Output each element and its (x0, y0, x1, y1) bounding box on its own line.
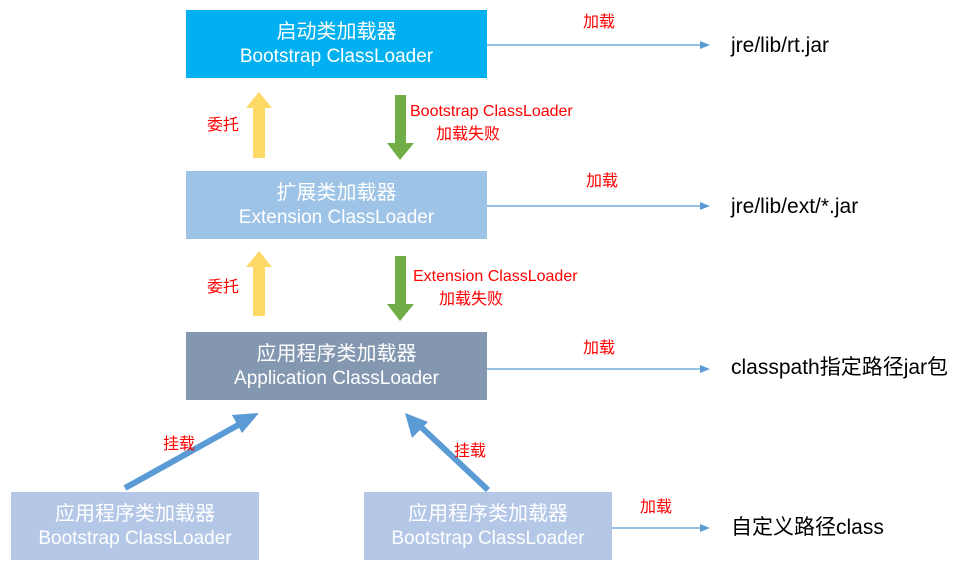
mount-label-right: 挂载 (454, 441, 487, 460)
fail-arrow-upper (387, 95, 414, 160)
custom-left-name-en: Bootstrap ClassLoader (38, 528, 232, 549)
custom-right-name-cn: 应用程序类加载器 (408, 501, 568, 525)
load-line-custom (612, 524, 710, 532)
extension-fail-name: Extension ClassLoader (413, 268, 578, 285)
bootstrap-fail-label: 加载失败 (436, 124, 501, 143)
custom-classloader-box-left: 应用程序类加载器 Bootstrap ClassLoader (11, 492, 259, 560)
mount-label-left: 挂载 (163, 434, 196, 453)
load-line-application (487, 365, 710, 373)
extension-classloader-box: 扩展类加载器 Extension ClassLoader (186, 171, 487, 239)
extension-fail-label: 加载失败 (439, 289, 504, 308)
load-label-bootstrap: 加载 (583, 12, 616, 31)
target-rt-jar: jre/lib/rt.jar (731, 34, 830, 57)
load-line-extension (487, 202, 710, 210)
delegate-label-upper: 委托 (207, 115, 240, 134)
application-name-cn: 应用程序类加载器 (256, 341, 417, 365)
bootstrap-name-cn: 启动类加载器 (276, 19, 397, 43)
custom-classloader-box-right: 应用程序类加载器 Bootstrap ClassLoader (364, 492, 612, 560)
bootstrap-classloader-box: 启动类加载器 Bootstrap ClassLoader (186, 10, 487, 78)
mount-arrow-left (123, 413, 259, 491)
application-classloader-box: 应用程序类加载器 Application ClassLoader (186, 332, 487, 400)
extension-name-en: Extension ClassLoader (238, 207, 435, 228)
delegate-label-lower: 委托 (207, 277, 240, 296)
delegate-arrow-lower (246, 251, 272, 316)
target-classpath-jar: classpath指定路径jar包 (731, 356, 949, 379)
delegate-arrow-upper (246, 92, 272, 158)
load-label-application: 加载 (583, 338, 616, 357)
target-ext-jar: jre/lib/ext/*.jar (731, 195, 859, 218)
bootstrap-name-en: Bootstrap ClassLoader (239, 46, 434, 67)
load-line-bootstrap (487, 41, 710, 49)
load-label-extension: 加载 (586, 171, 619, 190)
load-label-custom: 加载 (640, 497, 673, 516)
mount-arrow-right (405, 413, 491, 493)
fail-arrow-lower (387, 256, 414, 321)
application-name-en: Application ClassLoader (234, 368, 439, 389)
bootstrap-fail-name: Bootstrap ClassLoader (410, 103, 573, 120)
target-custom-class: 自定义路径class (731, 516, 884, 539)
custom-right-name-en: Bootstrap ClassLoader (391, 528, 585, 549)
extension-name-cn: 扩展类加载器 (276, 180, 397, 204)
custom-left-name-cn: 应用程序类加载器 (55, 501, 215, 525)
